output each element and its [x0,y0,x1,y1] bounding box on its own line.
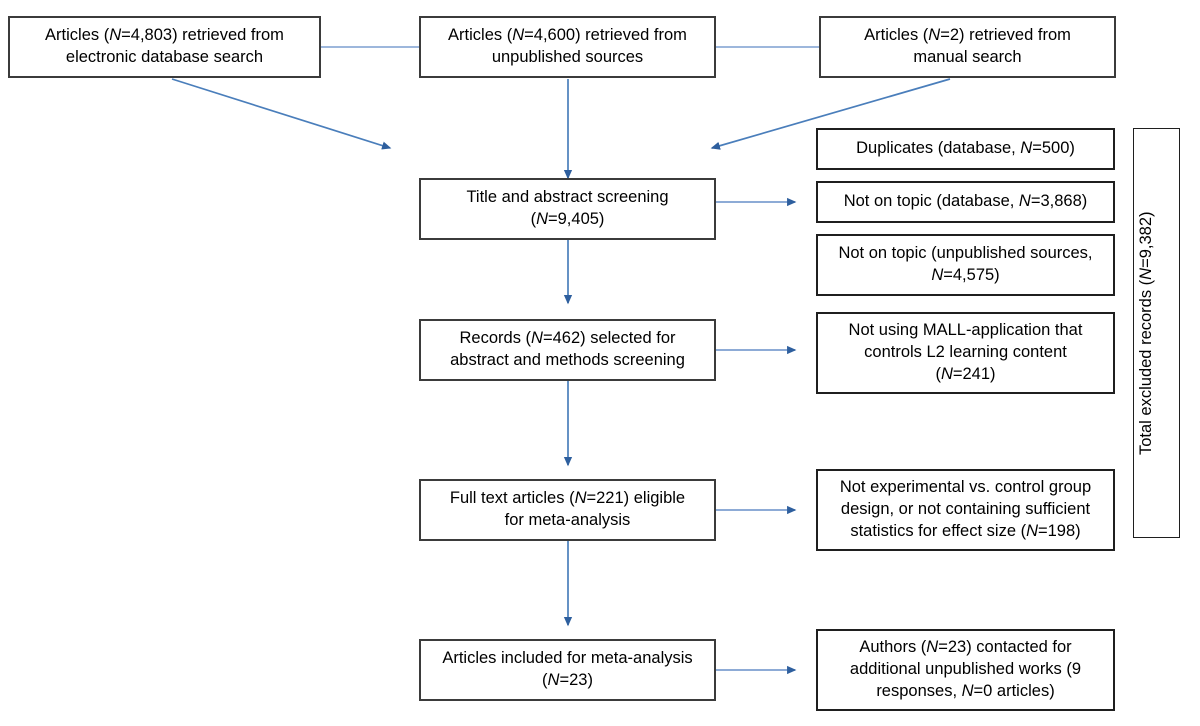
included-line2-b: =23) [559,671,593,689]
not-on-topic-db-line1-n: N [1018,192,1031,211]
fulltext-line1-n: N [574,489,587,508]
duplicates-line1-a: Duplicates (database, [856,139,1021,158]
node-excluded-not-on-topic-unpublished: Not on topic (unpublished sources, N=4,57… [816,234,1115,296]
source-database-line2: electronic database search [65,48,264,66]
source-unpublished-line1-n: N [512,26,525,45]
not-mall-line3-a: ( [935,364,941,383]
source-manual-line1-b: =2) retrieved from [940,26,1071,45]
node-excluded-design-statistics: Not experimental vs. control group design… [816,469,1115,551]
node-title-abstract-screening: Title and abstract screening (N=9,405) [419,178,716,240]
source-database-line1-a: Articles ( [45,26,110,45]
node-source-unpublished: Articles (N=4,600) retrieved from unpubli… [419,16,716,78]
design-stats-line3-a: statistics for effect size ( [850,521,1027,540]
node-excluded-duplicates: Duplicates (database, N=500) [816,128,1115,170]
source-unpublished-line1-a: Articles ( [448,26,513,45]
node-total-excluded-records: Total excluded records (N=9,382) [1133,128,1180,538]
screening-line1: Title and abstract screening [466,188,669,207]
node-excluded-not-mall: Not using MALL-application that controls … [816,312,1115,394]
design-stats-line2: design, or not containing sufficient [840,500,1091,519]
screening-line2-a: ( [530,210,537,228]
not-mall-line2: controls L2 learning content [864,343,1067,362]
source-manual-line2: manual search [913,48,1022,66]
not-on-topic-unpub-line2-b: =4,575) [943,266,1000,284]
authors-line1-n: N [926,638,939,657]
node-full-text-eligible: Full text articles (N=221) eligible for m… [419,479,716,541]
authors-line1-b: =23) contacted for [938,638,1072,657]
arrow-database-to-screening [171,78,392,150]
source-database-line1-n: N [109,26,122,45]
node-included-final: Articles included for meta-analysis (N=23… [419,639,716,701]
not-on-topic-db-line1-b: =3,868) [1030,192,1088,211]
design-stats-line1: Not experimental vs. control group [839,478,1092,497]
authors-line1-a: Authors ( [859,638,927,657]
design-stats-line3-n: N [1026,521,1038,540]
source-unpublished-line2: unpublished sources [491,48,644,66]
authors-line2: additional unpublished works (9 [849,660,1082,679]
fulltext-line1-b: =221) eligible [586,489,686,508]
authors-line3-b: =0 articles) [973,681,1055,700]
not-on-topic-unpub-line2-n: N [931,266,944,284]
authors-line3-a: responses, [876,681,962,700]
records-line2: abstract and methods screening [450,351,685,369]
total-excluded-line1-a: Total excluded records ( [1137,279,1155,455]
node-records-selected: Records (N=462) selected for abstract and… [419,319,716,381]
node-excluded-not-on-topic-database: Not on topic (database, N=3,868) [816,181,1115,223]
records-line1-a: Records ( [459,329,532,348]
included-line2-n: N [547,671,560,689]
authors-line3-n: N [961,681,974,700]
fulltext-line2: for meta-analysis [504,511,631,529]
duplicates-line1-b: =500) [1032,139,1075,158]
source-unpublished-line1-b: =4,600) retrieved from [524,26,687,45]
node-source-manual: Articles (N=2) retrieved from manual sear… [819,16,1116,78]
records-line1-n: N [531,329,543,348]
source-manual-line1-a: Articles ( [864,26,929,45]
source-database-line1-b: =4,803) retrieved from [121,26,284,45]
design-stats-line3-b: =198) [1038,521,1081,540]
not-on-topic-db-line1-a: Not on topic (database, [843,192,1019,211]
total-excluded-line1-b: =9,382) [1137,211,1155,268]
screening-line2-b: =9,405) [548,210,605,228]
not-mall-line3-n: N [940,364,953,383]
duplicates-line1-n: N [1020,139,1033,158]
records-line1-b: =462) selected for [542,329,676,348]
screening-line2-n: N [536,210,548,228]
fulltext-line1-a: Full text articles ( [449,489,575,508]
total-excluded-line1-n: N [1137,267,1155,280]
not-mall-line1: Not using MALL-application that [848,321,1083,340]
source-manual-line1-n: N [928,26,941,45]
not-mall-line3-b: =241) [952,364,996,383]
included-line2-a: ( [542,671,548,689]
node-source-database: Articles (N=4,803) retrieved from electro… [8,16,321,78]
included-line1: Articles included for meta-analysis [442,649,693,668]
not-on-topic-unpub-line1: Not on topic (unpublished sources, [838,244,1093,263]
